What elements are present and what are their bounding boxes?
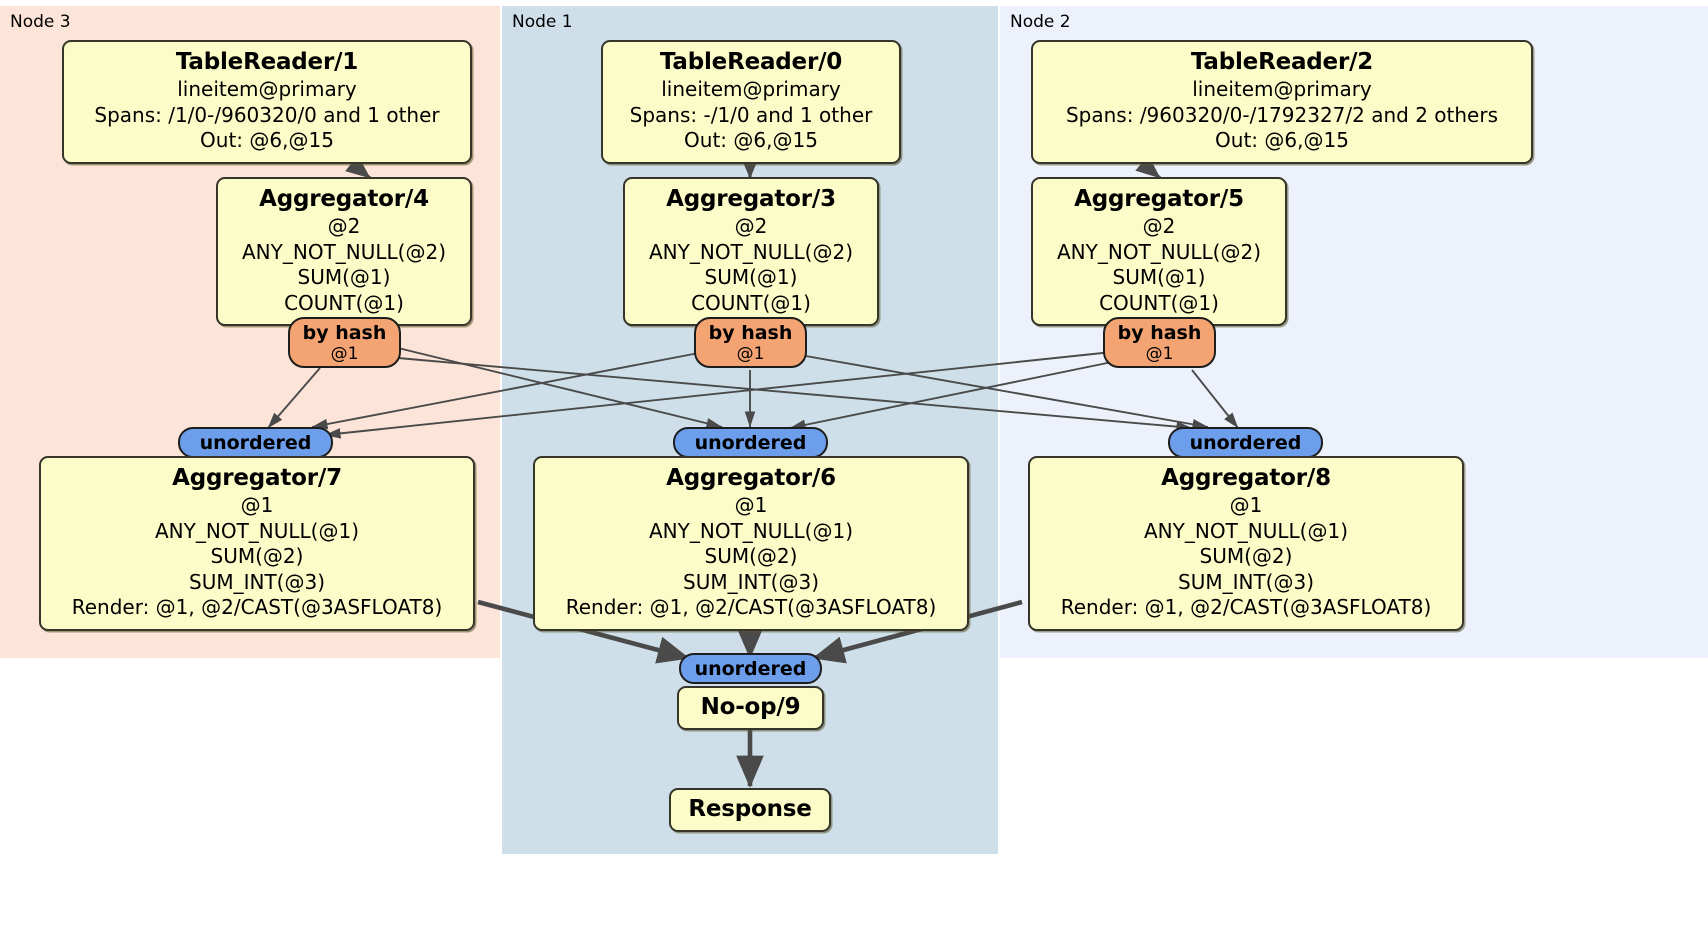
processor-line: SUM(@1): [704, 265, 798, 289]
processor-line: ANY_NOT_NULL(@2): [242, 239, 446, 264]
processor-line: ANY_NOT_NULL(@1): [649, 518, 853, 543]
processor-title: No-op/9: [700, 694, 801, 720]
processor-line: Render: @1, @2/CAST(@3ASFLOAT8): [565, 595, 937, 619]
router-subtitle: @1: [330, 343, 359, 364]
processor-line: @2: [734, 214, 768, 238]
processor-aggregator-7[interactable]: Aggregator/7 @1 ANY_NOT_NULL(@1) SUM(@2)…: [39, 456, 475, 631]
synchronizer-title: unordered: [694, 657, 807, 680]
processor-line: Render: @1, @2/CAST(@3ASFLOAT8): [1060, 595, 1432, 619]
router-subtitle: @1: [736, 343, 765, 364]
processor-line: Out: @6,@15: [200, 128, 334, 152]
processor-line: @1: [734, 493, 768, 517]
processor-title: Aggregator/3: [666, 186, 836, 212]
processor-line: Out: @6,@15: [684, 128, 818, 152]
synchronizer-unordered-node-1[interactable]: unordered: [673, 427, 828, 458]
processor-line: SUM(@2): [210, 544, 304, 568]
processor-line: ANY_NOT_NULL(@1): [155, 518, 359, 543]
processor-tablereader-0[interactable]: TableReader/0 lineitem@primary Spans: -/…: [601, 40, 901, 164]
processor-line: SUM(@2): [704, 544, 798, 568]
processor-title: Aggregator/7: [172, 465, 342, 491]
processor-title: Aggregator/5: [1074, 186, 1244, 212]
processor-line: @2: [1142, 214, 1176, 238]
router-title: by hash: [708, 321, 793, 344]
processor-line: @1: [240, 493, 274, 517]
synchronizer-unordered-node-2[interactable]: unordered: [1168, 427, 1323, 458]
region-node-1-label: Node 1: [512, 12, 573, 32]
processor-aggregator-3[interactable]: Aggregator/3 @2 ANY_NOT_NULL(@2) SUM(@1)…: [623, 177, 879, 326]
processor-line: Spans: -/1/0 and 1 other: [629, 102, 873, 127]
router-title: by hash: [1117, 321, 1202, 344]
synchronizer-title: unordered: [694, 431, 807, 454]
region-node-2-label: Node 2: [1010, 12, 1071, 32]
processor-line: lineitem@primary: [177, 77, 357, 101]
processor-line: Spans: /1/0-/960320/0 and 1 other: [94, 102, 440, 127]
processor-title: Response: [688, 796, 812, 822]
processor-aggregator-6[interactable]: Aggregator/6 @1 ANY_NOT_NULL(@1) SUM(@2)…: [533, 456, 969, 631]
processor-response[interactable]: Response: [669, 788, 831, 832]
processor-line: SUM(@1): [297, 265, 391, 289]
router-by-hash-node-2[interactable]: by hash @1: [1103, 317, 1216, 368]
processor-title: Aggregator/6: [666, 465, 836, 491]
synchronizer-unordered-final[interactable]: unordered: [679, 653, 822, 684]
processor-no-op-9[interactable]: No-op/9: [677, 686, 824, 730]
processor-line: ANY_NOT_NULL(@1): [1144, 518, 1348, 543]
processor-title: Aggregator/8: [1161, 465, 1331, 491]
processor-line: lineitem@primary: [661, 77, 841, 101]
processor-line: COUNT(@1): [1099, 290, 1219, 315]
router-title: by hash: [302, 321, 387, 344]
processor-title: TableReader/0: [659, 49, 843, 75]
processor-line: lineitem@primary: [1192, 77, 1372, 101]
synchronizer-unordered-node-3[interactable]: unordered: [178, 427, 333, 458]
processor-line: @1: [1229, 493, 1263, 517]
processor-line: SUM_INT(@3): [683, 569, 819, 594]
processor-aggregator-4[interactable]: Aggregator/4 @2 ANY_NOT_NULL(@2) SUM(@1)…: [216, 177, 472, 326]
processor-line: ANY_NOT_NULL(@2): [1057, 239, 1261, 264]
processor-title: Aggregator/4: [259, 186, 429, 212]
processor-line: Out: @6,@15: [1215, 128, 1349, 152]
processor-aggregator-8[interactable]: Aggregator/8 @1 ANY_NOT_NULL(@1) SUM(@2)…: [1028, 456, 1464, 631]
router-by-hash-node-1[interactable]: by hash @1: [694, 317, 807, 368]
processor-tablereader-2[interactable]: TableReader/2 lineitem@primary Spans: /9…: [1031, 40, 1533, 164]
router-subtitle: @1: [1145, 343, 1174, 364]
processor-tablereader-1[interactable]: TableReader/1 lineitem@primary Spans: /1…: [62, 40, 472, 164]
processor-line: SUM_INT(@3): [1178, 569, 1314, 594]
processor-aggregator-5[interactable]: Aggregator/5 @2 ANY_NOT_NULL(@2) SUM(@1)…: [1031, 177, 1287, 326]
processor-line: Render: @1, @2/CAST(@3ASFLOAT8): [71, 595, 443, 619]
processor-line: SUM(@1): [1112, 265, 1206, 289]
router-by-hash-node-3[interactable]: by hash @1: [288, 317, 401, 368]
processor-line: COUNT(@1): [284, 290, 404, 315]
processor-line: SUM(@2): [1199, 544, 1293, 568]
processor-title: TableReader/2: [1190, 49, 1374, 75]
processor-line: Spans: /960320/0-/1792327/2 and 2 others: [1065, 102, 1498, 127]
region-node-3-label: Node 3: [10, 12, 71, 32]
synchronizer-title: unordered: [1189, 431, 1302, 454]
processor-line: ANY_NOT_NULL(@2): [649, 239, 853, 264]
processor-title: TableReader/1: [175, 49, 359, 75]
processor-line: @2: [327, 214, 361, 238]
processor-line: COUNT(@1): [691, 290, 811, 315]
processor-line: SUM_INT(@3): [189, 569, 325, 594]
synchronizer-title: unordered: [199, 431, 312, 454]
